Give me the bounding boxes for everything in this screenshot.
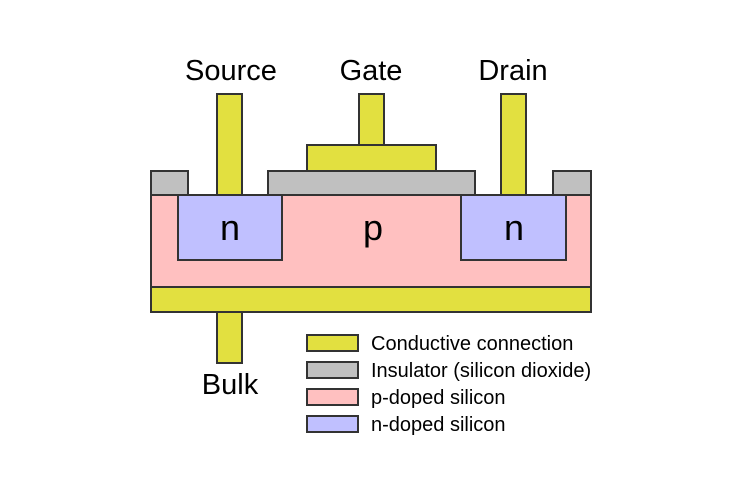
legend-label-p-silicon: p-doped silicon	[371, 387, 506, 409]
legend-label-insulator: Insulator (silicon dioxide)	[371, 360, 591, 382]
drain-lead	[500, 93, 527, 196]
legend-swatch-conductor	[306, 334, 359, 352]
bulk-label: Bulk	[202, 369, 259, 401]
bulk-plate	[150, 286, 592, 313]
legend-swatch-insulator	[306, 361, 359, 379]
center-p-label: p	[363, 207, 383, 248]
right-insulator	[552, 170, 592, 196]
legend-label-conductor: Conductive connection	[371, 333, 573, 355]
gate-label: Gate	[340, 55, 403, 87]
right-n-label: n	[504, 207, 524, 248]
left-insulator	[150, 170, 189, 196]
legend-swatch-n-silicon	[306, 415, 359, 433]
source-lead	[216, 93, 243, 196]
left-n-well	[177, 194, 283, 261]
left-n-label: n	[220, 207, 240, 248]
legend-swatch-p-silicon	[306, 388, 359, 406]
gate-lead	[358, 93, 385, 146]
gate-insulator	[267, 170, 476, 196]
source-label: Source	[185, 55, 277, 87]
drain-label: Drain	[478, 55, 547, 87]
legend-label-n-silicon: n-doped silicon	[371, 414, 506, 436]
legend: Conductive connection Insulator (silicon…	[306, 333, 591, 436]
bulk-lead	[216, 311, 243, 364]
gate-electrode	[306, 144, 437, 172]
